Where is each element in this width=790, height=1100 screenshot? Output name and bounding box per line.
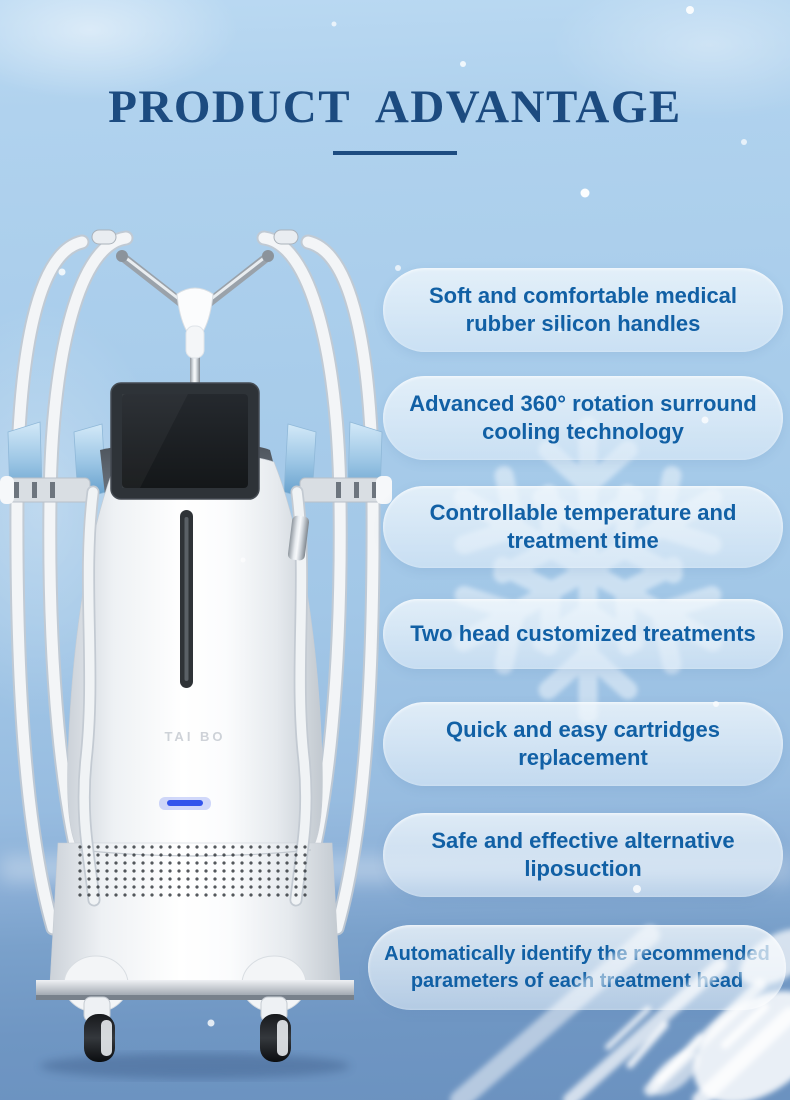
machine-top-arm xyxy=(116,250,274,394)
advantage-pill: Advanced 360° rotation surround cooling … xyxy=(383,376,783,460)
led-indicator xyxy=(167,800,203,806)
machine-shadow xyxy=(40,1053,350,1079)
title-underline xyxy=(333,150,457,155)
base-plate-edge xyxy=(36,995,354,1000)
advantage-text: Advanced 360° rotation surround xyxy=(409,391,757,416)
advantage-text: cooling technology xyxy=(482,419,684,444)
base-plate xyxy=(36,980,354,997)
advantage-pill: Controllable temperature and treatment t… xyxy=(383,486,783,568)
header: PRODUCT ADVANTAGE xyxy=(0,81,790,155)
advantage-pill: Soft and comfortable medical rubber sili… xyxy=(383,268,783,352)
advantage-text: Two head customized treatments xyxy=(410,621,756,646)
handle-tray-bars xyxy=(0,476,392,504)
caster-wheel xyxy=(83,996,115,1062)
advantage-text: rubber silicon handles xyxy=(465,311,701,336)
machine-screen xyxy=(110,382,260,500)
advantage-text: Safe and effective alternative xyxy=(431,828,735,853)
advantage-text: liposuction xyxy=(524,856,642,881)
advantage-text: Automatically identify the recommended xyxy=(384,942,770,965)
page-title: PRODUCT ADVANTAGE xyxy=(108,81,682,133)
brand-label: TAI BO xyxy=(164,729,225,744)
advantage-text: parameters of each treatment head xyxy=(410,969,744,992)
advantage-text: Controllable temperature and xyxy=(429,500,737,525)
caster-wheel xyxy=(260,996,291,1062)
advantage-text: replacement xyxy=(518,745,648,770)
advantage-pill: Two head customized treatments xyxy=(383,599,783,669)
frost-icon xyxy=(450,925,790,1100)
advantage-pill: Quick and easy cartridges replacement xyxy=(383,702,783,786)
machine-illustration: TAI BO xyxy=(0,229,392,1079)
advantage-text: Soft and comfortable medical xyxy=(428,283,738,308)
advantage-pill: Safe and effective alternative liposucti… xyxy=(383,813,783,897)
machine-body xyxy=(67,452,323,851)
advantage-text: Quick and easy cartridges xyxy=(446,717,720,742)
vent-grille xyxy=(78,845,312,901)
body-slot-inner xyxy=(184,517,189,681)
advantage-text: treatment time xyxy=(507,528,659,553)
